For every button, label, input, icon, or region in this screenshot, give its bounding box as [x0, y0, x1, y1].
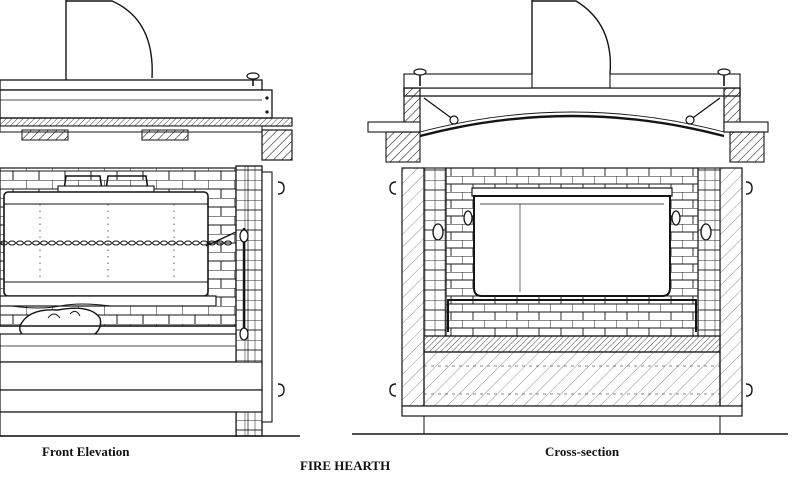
section-outer-walls	[389, 167, 753, 407]
cooking-pot-section	[432, 187, 712, 332]
front-elevation-label: Front Elevation	[42, 444, 130, 459]
front-plinth	[0, 333, 300, 437]
section-dome	[531, 0, 612, 75]
section-hearth-bed	[352, 335, 788, 435]
front-elevation-drawing	[0, 0, 300, 437]
cooking-pot-front	[0, 175, 237, 297]
figure-title: FIRE HEARTH	[300, 458, 391, 473]
upper-rail	[0, 72, 293, 161]
section-cap	[367, 68, 769, 163]
cross-section-drawing	[352, 0, 788, 435]
hood-dome	[65, 0, 153, 80]
cross-section-label: Cross-section	[545, 444, 620, 459]
